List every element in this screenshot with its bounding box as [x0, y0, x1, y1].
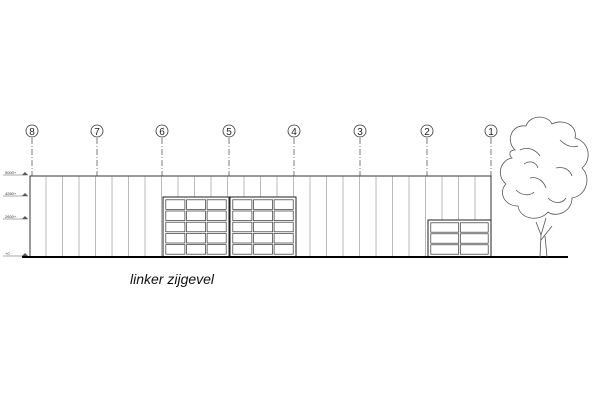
axis-bubble — [287, 124, 301, 138]
axis-bubble — [420, 124, 434, 138]
door-frame — [162, 196, 230, 258]
axis-label: 5 — [226, 127, 232, 138]
level-triangle — [22, 253, 28, 256]
door-pane — [186, 210, 206, 221]
door-pane — [273, 221, 294, 233]
door-pane — [165, 233, 186, 244]
axis-2: 2 — [420, 124, 434, 176]
axis-label: 2 — [424, 127, 430, 138]
axis-label: 4 — [291, 127, 297, 138]
door-pane — [273, 233, 294, 244]
level-marker: 2600+ — [3, 214, 28, 220]
axis-1: 1 — [484, 124, 498, 176]
door-pane — [253, 244, 273, 255]
overhead-door-small — [427, 219, 492, 258]
doors — [162, 196, 492, 258]
door-pane — [273, 199, 294, 210]
axis-bubble — [222, 124, 236, 138]
axis-bubble — [25, 124, 39, 138]
door-pane — [206, 210, 227, 221]
door-pane — [253, 221, 273, 233]
door-pane — [206, 221, 227, 233]
level-markers: 9000+ 4260+ 2600+ +0 — [3, 170, 28, 257]
level-triangle — [22, 172, 28, 175]
door-pane — [186, 199, 206, 210]
door-pane — [186, 221, 206, 233]
door-pane — [232, 244, 253, 255]
door-pane — [232, 233, 253, 244]
door-pane — [165, 210, 186, 221]
door-pane — [430, 244, 460, 255]
axis-7: 7 — [90, 124, 104, 176]
door-pane — [206, 199, 227, 210]
door-pane — [206, 244, 227, 255]
axis-grid: 8 7 6 5 4 3 2 1 — [25, 124, 498, 176]
level-label: 9000+ — [5, 170, 17, 175]
door-pane — [273, 210, 294, 221]
axis-4: 4 — [287, 124, 301, 176]
tree-icon — [499, 116, 589, 258]
level-triangle — [22, 193, 28, 196]
door-pane — [430, 233, 460, 244]
level-marker: 4260+ — [3, 191, 28, 197]
door-pane — [273, 244, 294, 255]
door-pane — [459, 244, 489, 255]
door-pane — [232, 210, 253, 221]
door-pane — [232, 199, 253, 210]
axis-bubble — [90, 124, 104, 138]
door-pane — [459, 222, 489, 233]
door-pane — [165, 221, 186, 233]
axis-label: 8 — [29, 127, 35, 138]
level-marker: +0 — [3, 251, 28, 257]
door-pane — [206, 233, 227, 244]
axis-bubble — [484, 124, 498, 138]
door-pane — [165, 199, 186, 210]
axis-label: 1 — [488, 127, 494, 138]
level-label: +0 — [5, 251, 10, 256]
axis-8: 8 — [25, 124, 39, 176]
level-marker: 9000+ — [3, 170, 28, 176]
axis-bubble — [155, 124, 169, 138]
axis-label: 7 — [94, 127, 100, 138]
level-label: 4260+ — [5, 191, 17, 196]
axis-3: 3 — [353, 124, 367, 176]
overhead-door-large-right — [229, 196, 297, 258]
level-label: 2600+ — [5, 214, 17, 219]
door-pane — [232, 221, 253, 233]
drawing-title: linker zijgevel — [130, 271, 215, 287]
door-pane — [253, 233, 273, 244]
axis-bubble — [353, 124, 367, 138]
axis-6: 6 — [155, 124, 169, 176]
axis-label: 6 — [159, 127, 165, 138]
door-pane — [186, 244, 206, 255]
axis-5: 5 — [222, 124, 236, 176]
door-frame — [427, 219, 492, 258]
door-frame — [229, 196, 297, 258]
door-pane — [459, 233, 489, 244]
axis-label: 3 — [357, 127, 363, 138]
overhead-door-large-left — [162, 196, 230, 258]
level-triangle — [22, 216, 28, 219]
door-pane — [430, 222, 460, 233]
door-pane — [165, 244, 186, 255]
door-pane — [253, 210, 273, 221]
door-pane — [253, 199, 273, 210]
door-pane — [186, 233, 206, 244]
